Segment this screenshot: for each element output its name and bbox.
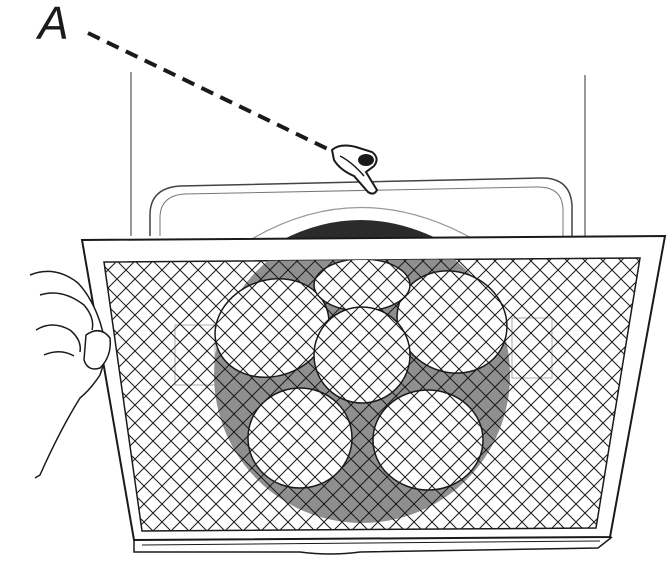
fan-shroud-arc: [249, 206, 476, 241]
callout-label-a: A: [38, 0, 69, 49]
retaining-clip-icon: [330, 144, 379, 195]
fan-behind-screen: [104, 258, 640, 531]
hand-illustration: [29, 270, 112, 479]
filter-base-rail: [133, 536, 613, 555]
fan-hub-top: [282, 220, 440, 240]
filter-mesh: [104, 258, 640, 531]
fan-housing-inner-frame: [159, 186, 564, 236]
filter-base-rail-edge: [141, 540, 601, 546]
callout-leader-line: [87, 31, 337, 155]
